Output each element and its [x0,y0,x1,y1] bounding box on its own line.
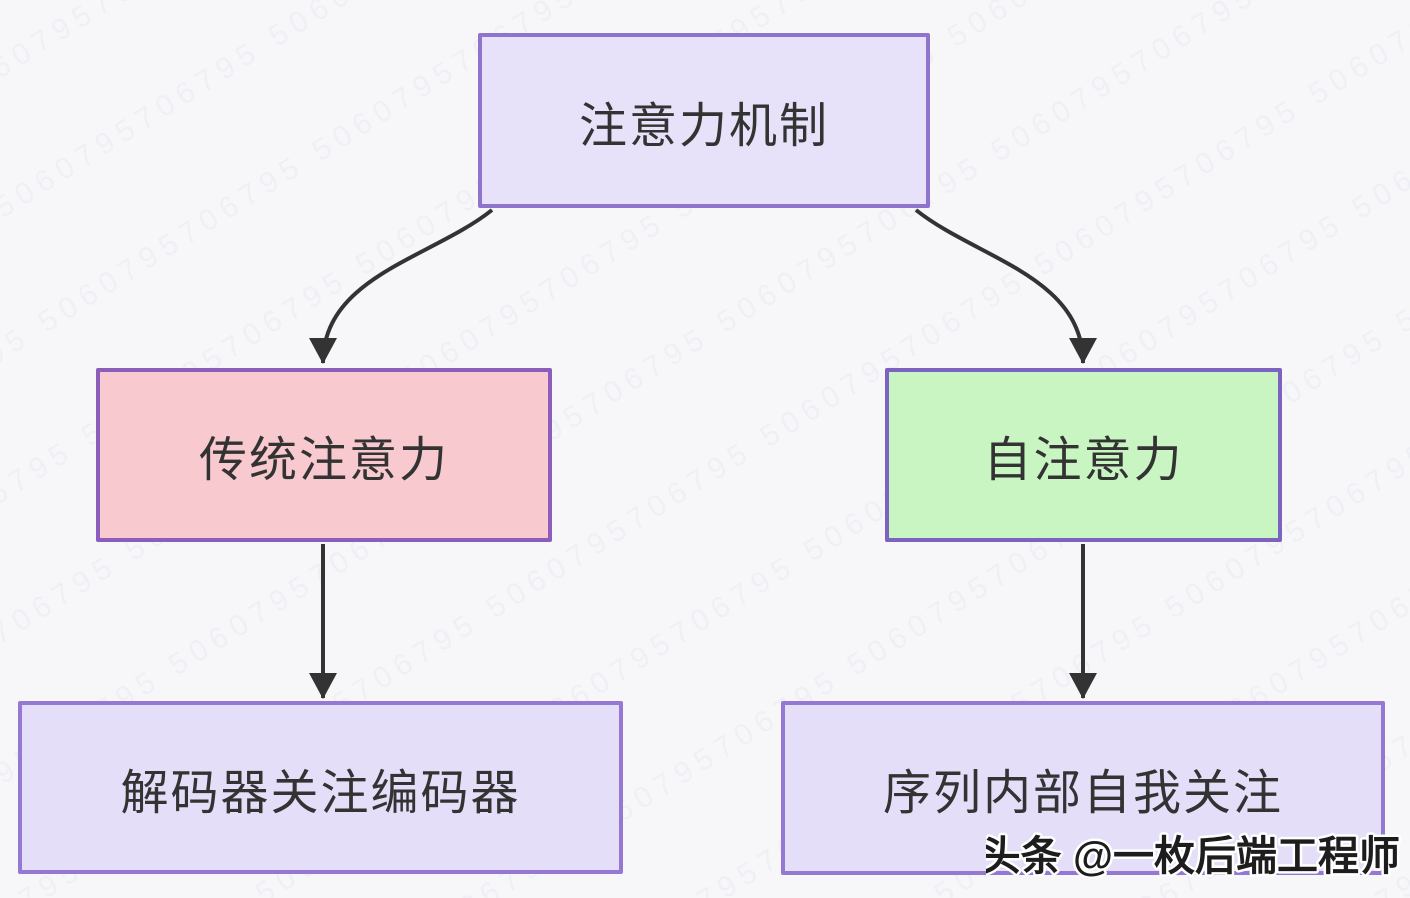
node-traditional-attention: 传统注意力 [96,368,552,542]
node-sequence-internal-self-attention: 序列内部自我关注 [781,701,1385,875]
node-sequence-internal-self-attention-label: 序列内部自我关注 [882,767,1283,820]
node-decoder-attends-encoder-label: 解码器关注编码器 [120,766,521,820]
node-attention-mechanism: 注意力机制 [478,33,930,208]
node-decoder-attends-encoder: 解码器关注编码器 [18,701,623,874]
node-self-attention-label: 自注意力 [983,434,1184,487]
node-traditional-attention-label: 传统注意力 [198,434,449,487]
node-self-attention: 自注意力 [885,368,1282,542]
edge-root-to-self [914,208,1097,364]
node-attention-mechanism-label: 注意力机制 [578,99,829,153]
edge-root-to-traditional [309,208,494,364]
